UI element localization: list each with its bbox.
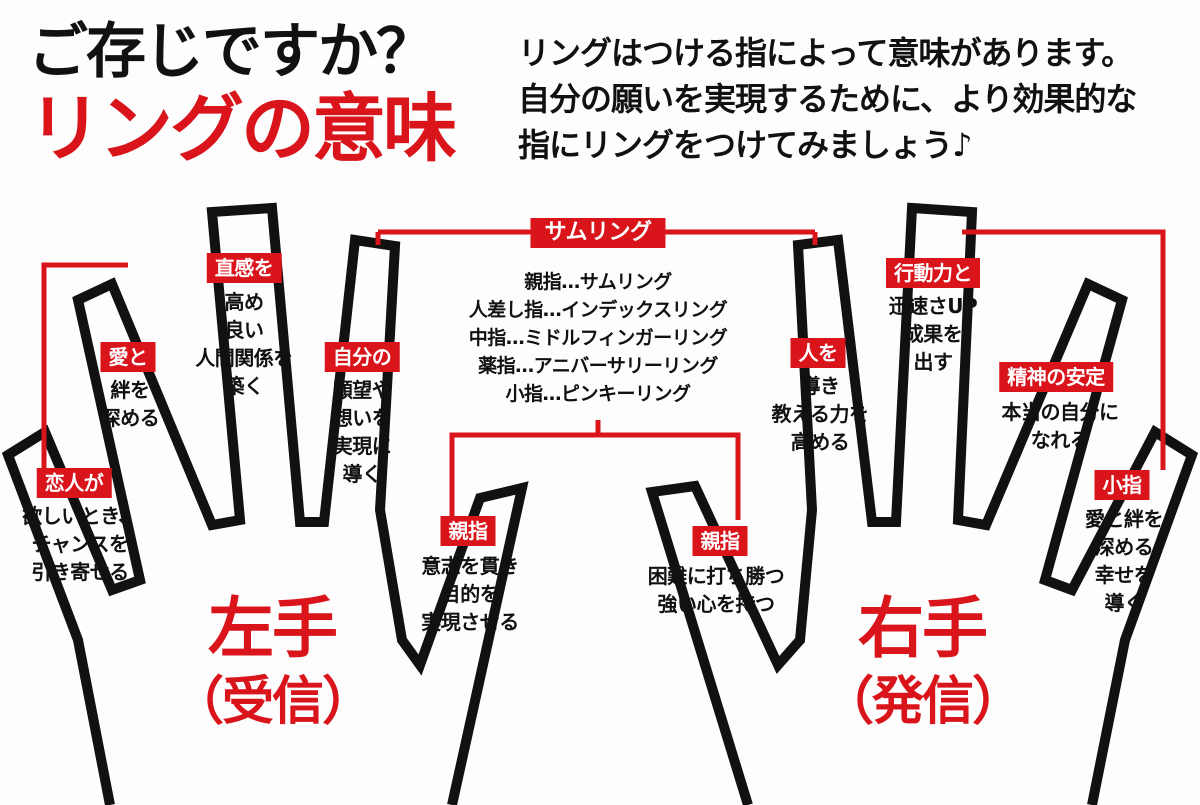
left-pinky-desc: 欲しいとき、 チャンスを 引き寄せる — [22, 502, 138, 586]
intro-text: リングはつける指によって意味があります。 自分の願いを実現するために、より効果的… — [518, 30, 1188, 168]
desc-line: 築く — [224, 374, 264, 398]
left-index-desc: 願望や 想いを 実現に 導く — [333, 376, 392, 488]
left-hand-outline — [1, 202, 529, 805]
title-ring-meaning: リングの意味 — [28, 86, 457, 172]
right-thumb-desc: 困難に打ち勝つ 強い心を持つ — [648, 562, 785, 618]
desc-line: 深める — [100, 406, 160, 430]
left-ring-tag: 愛と — [100, 342, 156, 372]
right-pinky-desc: 愛と絆を 深める 幸せを 導く — [1085, 505, 1164, 617]
right-hand-label: 右手 （発信） — [821, 590, 1024, 732]
thumb-ring-tag: サムリング — [530, 218, 666, 248]
desc-line: 教える力を — [771, 402, 869, 426]
desc-line: 願望や — [332, 378, 392, 402]
desc-line: 実現させる — [421, 610, 519, 634]
desc-line: 愛と絆を — [1085, 507, 1164, 531]
left-ring-desc: 絆を 深める — [101, 376, 160, 432]
desc-line: 成果を — [903, 322, 963, 346]
ring-name-item: 小指…ピンキーリング — [505, 383, 691, 405]
left-hand-label: 左手 （受信） — [171, 590, 374, 732]
ring-name-item: 中指…ミドルフィンガーリング — [468, 327, 728, 349]
ring-name-list: 親指…サムリング 人差し指…インデックスリング 中指…ミドルフィンガーリング 薬… — [469, 268, 728, 408]
connector-center-thumbs — [449, 420, 601, 520]
right-ring-desc: 本当の自分に なれる — [1001, 398, 1120, 454]
right-index-desc: 導き 教える力を 高める — [772, 372, 869, 456]
desc-line: 高め — [224, 290, 264, 314]
right-index-tag: 人を — [790, 338, 846, 368]
desc-line: 実現に — [332, 434, 392, 458]
desc-line: 導く — [1104, 591, 1145, 615]
desc-line: 深める — [1094, 535, 1154, 559]
desc-line: 絆を — [110, 378, 150, 402]
desc-line: 目的を — [440, 582, 500, 606]
intro-line: 自分の願いを実現するために、より効果的な — [518, 80, 1137, 118]
desc-line: 人間関係を — [195, 346, 293, 370]
desc-line: 本当の自分に — [1001, 400, 1120, 424]
left-thumb-tag: 親指 — [440, 516, 496, 546]
right-ring-tag: 精神の安定 — [999, 362, 1113, 392]
left-middle-tag: 直感を — [206, 253, 282, 283]
left-middle-desc: 高め 良い 人間関係を 築く — [195, 288, 293, 400]
intro-line: リングはつける指によって意味があります。 — [518, 34, 1133, 72]
desc-line: 意志を貫き — [421, 554, 519, 578]
ring-name-item: 親指…サムリング — [524, 271, 672, 293]
left-hand-subtitle: （受信） — [171, 672, 374, 732]
desc-line: 出す — [913, 350, 954, 374]
desc-line: チャンスを — [31, 532, 129, 556]
right-hand-title: 右手 — [857, 590, 988, 667]
desc-line: 強い心を持つ — [657, 592, 775, 616]
ring-name-item: 薬指…アニバーサリーリング — [478, 355, 718, 377]
desc-line: 困難に打ち勝つ — [647, 564, 785, 588]
desc-line: 引き寄せる — [31, 560, 129, 584]
right-middle-desc: 迅速さUP 成果を 出す — [888, 292, 978, 376]
right-pinky-tag: 小指 — [1094, 470, 1150, 500]
ring-name-item: 人差し指…インデックスリング — [468, 299, 728, 321]
left-hand-title: 左手 — [207, 590, 338, 667]
left-thumb-desc: 意志を貫き 目的を 実現させる — [421, 552, 519, 636]
desc-line: 想いを — [332, 406, 392, 430]
desc-line: 導き — [800, 374, 840, 398]
desc-line: なれる — [1030, 428, 1090, 452]
desc-line: 幸せを — [1094, 563, 1154, 587]
desc-line: 迅速さUP — [888, 294, 978, 318]
right-hand-outline — [645, 202, 1199, 805]
desc-line: 良い — [224, 318, 264, 342]
right-thumb-tag: 親指 — [692, 526, 748, 556]
desc-line: 導く — [342, 462, 382, 486]
intro-line: 指にリングをつけてみましょう♪ — [518, 126, 972, 164]
connector-center-thumbs-right — [598, 432, 741, 520]
desc-line: 欲しいとき、 — [22, 504, 138, 528]
connector-right-pinky — [962, 229, 1166, 470]
right-hand-subtitle: （発信） — [821, 672, 1024, 732]
right-middle-tag: 行動力と — [886, 258, 980, 288]
left-index-tag: 自分の — [324, 342, 400, 372]
desc-line: 高める — [790, 430, 850, 454]
title-question: ご存じですか？ — [28, 17, 436, 87]
left-pinky-tag: 恋人が — [36, 468, 112, 498]
